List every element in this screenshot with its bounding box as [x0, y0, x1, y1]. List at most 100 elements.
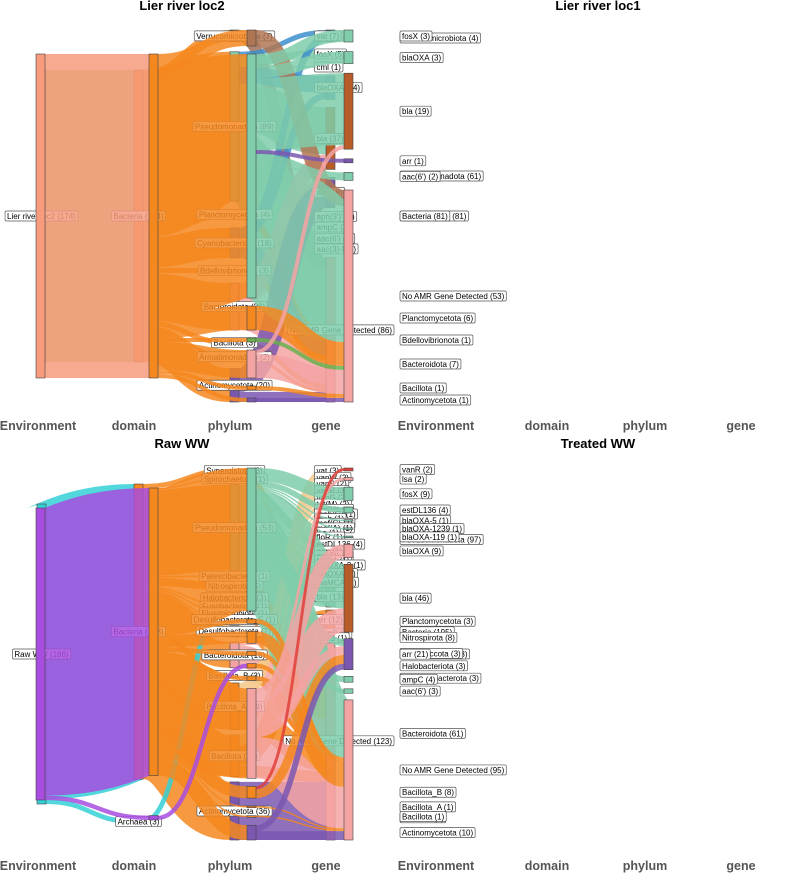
sankey-node-g2: [343, 477, 354, 481]
sankey-link: [255, 646, 345, 738]
axis-label-domain: domain: [525, 419, 569, 433]
sankey-link: [255, 306, 345, 366]
sankey-node-label: Bacillota_B (8): [402, 788, 454, 797]
sankey-link: [157, 757, 248, 808]
sankey-node-label: bla (19): [402, 107, 429, 116]
axis-label-environment: Environment: [0, 859, 77, 873]
sankey-node-p9: [246, 805, 257, 809]
sankey-node-env: [35, 53, 46, 379]
sankey-links: [44, 30, 357, 403]
sankey-label-box: [399, 531, 460, 543]
sankey-node-g7: [343, 535, 354, 538]
sankey-link: [255, 663, 345, 832]
sankey-panel-1: Lier river loc1 (81)Bacteria (81)Verruco…: [35, 0, 756, 433]
sankey-node-p4: [246, 650, 257, 656]
sankey-node-g1: [343, 29, 354, 43]
sankey-label-box: [399, 210, 451, 222]
sankey-node-p3: [246, 305, 257, 331]
sankey-label-box: [399, 394, 472, 406]
sankey-link: [155, 467, 250, 632]
sankey-node-label: Actinomycetota (10): [402, 829, 473, 838]
sankey-node-label: Bdellovibrionota (1): [402, 336, 471, 345]
sankey-node-label: estDL136 (4): [317, 540, 364, 549]
sankey-label-box: [399, 728, 466, 739]
sankey-label-box: [399, 615, 476, 627]
sankey-node-label: blaOXA (9): [402, 547, 441, 556]
sankey-label-box: [399, 660, 468, 672]
sankey-node-label: cml (1): [317, 63, 342, 72]
sankey-node-p6: [246, 675, 257, 681]
sankey-link: [157, 306, 248, 338]
sankey-node-label: Bacteroidota (7): [402, 360, 459, 369]
sankey-label-box: [399, 30, 433, 42]
sankey-node-p7: [246, 397, 257, 403]
sankey-node-label: ampC (4): [402, 675, 436, 684]
sankey-label-box: [399, 631, 458, 643]
sankey-node-label: bla (46): [402, 594, 429, 603]
sankey-link: [255, 654, 345, 799]
sankey-link: [157, 746, 248, 799]
sankey-link: [255, 487, 345, 522]
sankey-node-g12: [343, 688, 354, 694]
sankey-label-box: [399, 545, 444, 557]
panel-title: Treated WW: [561, 436, 636, 451]
sankey-node-label: blaOXA-1239 (1): [402, 525, 462, 534]
axis-label-gene: gene: [311, 419, 340, 433]
sankey-node-p5: [246, 349, 257, 379]
sankey-link: [157, 631, 248, 648]
axis-label-phylum: phylum: [623, 419, 667, 433]
sankey-node-label: Actinomycetota (36): [199, 807, 270, 816]
axis-label-environment: Environment: [0, 419, 77, 433]
sankey-label-box: [399, 827, 476, 838]
panel-title: Lier river loc2: [139, 0, 224, 13]
sankey-node-g5: [343, 519, 354, 522]
sankey-link: [157, 663, 248, 821]
sankey-label-box: [399, 673, 438, 685]
axis-label-domain: domain: [112, 859, 156, 873]
sankey-label-box: [399, 312, 476, 324]
sankey-node-label: Halobacteriota (3): [402, 662, 466, 671]
sankey-label-box: [399, 764, 507, 776]
sankey-link: [157, 370, 248, 390]
sankey-node-label: Bacillota (1): [402, 384, 445, 393]
sankey-label-box: [399, 358, 462, 370]
sankey-node-label: estDL136 (4): [402, 506, 449, 515]
sankey-label-box: [399, 488, 433, 500]
sankey-link: [255, 51, 345, 78]
sankey-node-label: arr (1): [402, 157, 424, 166]
axis-label-domain: domain: [525, 859, 569, 873]
sankey-node-label: Actinomycetota (1): [402, 396, 469, 405]
sankey-label-box: [399, 685, 441, 697]
sankey-label-box: [399, 811, 447, 822]
sankey-links: [37, 467, 353, 841]
sankey-nodes: [35, 29, 354, 403]
axis-label-phylum: phylum: [208, 419, 252, 433]
sankey-link: [157, 342, 248, 378]
sankey-label-box: [399, 171, 441, 182]
sankey-node-label: blaOXA-119 (1): [402, 533, 457, 542]
sankey-link: [157, 619, 248, 636]
sankey-node-dom: [148, 487, 159, 776]
sankey-node-label: Bacillota (3): [213, 339, 256, 348]
sankey-node-g6: [343, 527, 354, 530]
sankey-node-label: Planctomycetota (3): [402, 617, 473, 626]
sankey-node-label: No AMR Gene Detected (95): [402, 766, 505, 775]
sankey-node-label: arr (21): [402, 650, 429, 659]
sankey-node-label: aac(6') (2): [402, 172, 439, 181]
sankey-link: [255, 488, 345, 530]
sankey-link: [255, 806, 345, 830]
sankey-node-p1: [246, 467, 257, 612]
sankey-link: [255, 73, 345, 150]
sankey-label-box: [399, 592, 432, 604]
sankey-label-box: [399, 473, 427, 485]
sankey-node-label: Pseudomonadota (61): [402, 172, 482, 181]
sankey-link: [155, 656, 250, 779]
sankey-node-label: Bacteroidota (61): [402, 729, 464, 738]
sankey-node-label: No AMR Gene Detected (53): [402, 292, 505, 301]
sankey-node-g9: [343, 563, 354, 633]
sankey-link: [254, 608, 346, 729]
sankey-link: [153, 54, 252, 314]
sankey-label-box: [399, 504, 451, 516]
axis-label-phylum: phylum: [208, 859, 252, 873]
